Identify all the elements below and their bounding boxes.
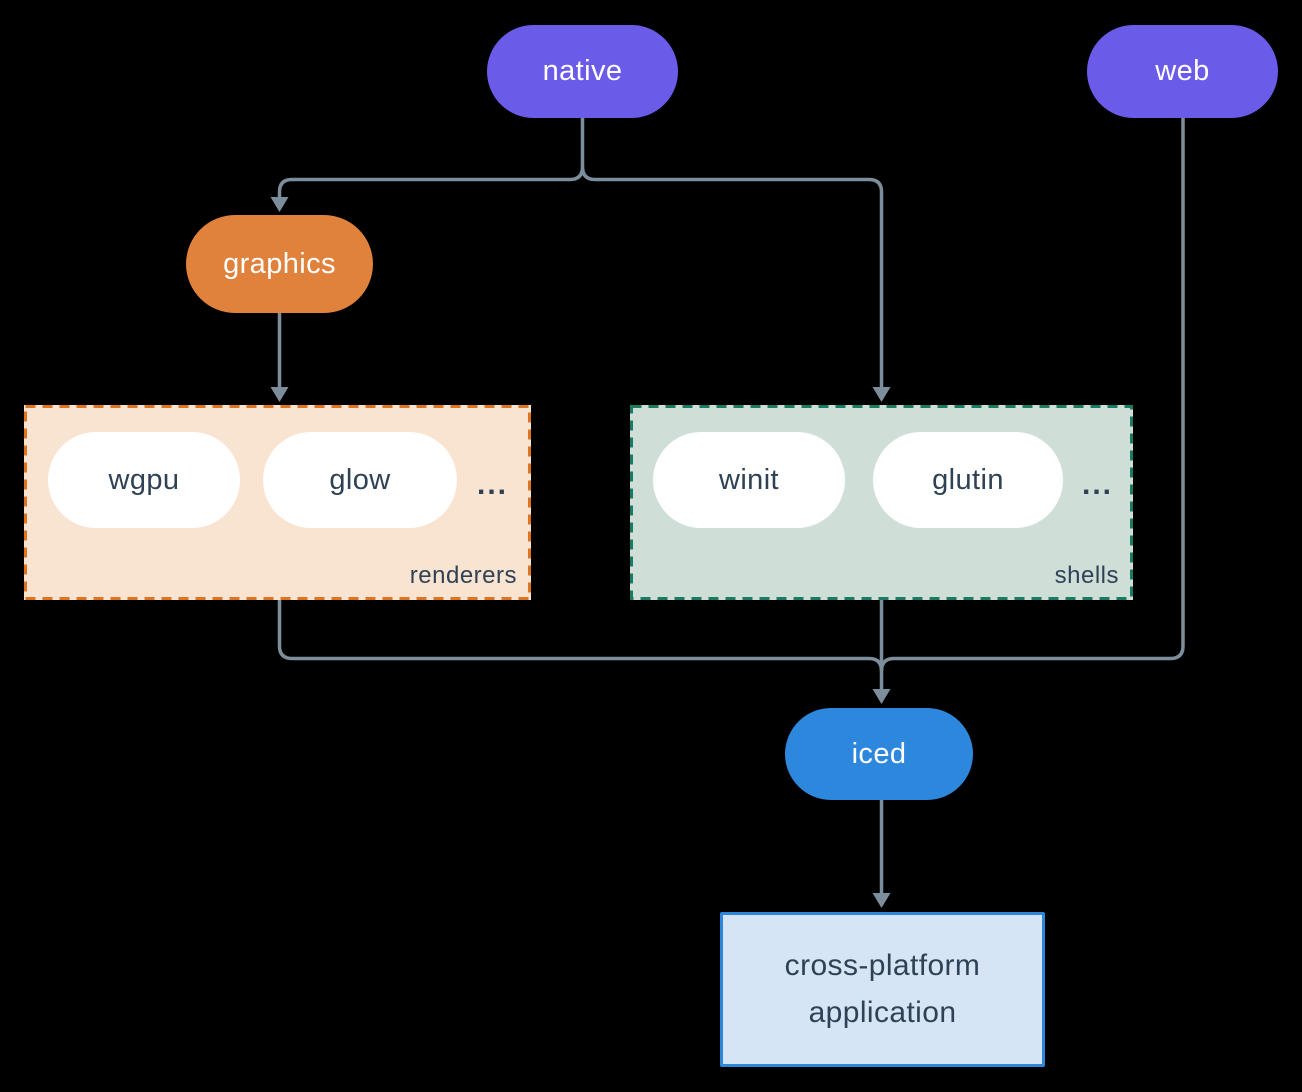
renderers-ellipsis: ...: [477, 468, 509, 501]
connector-native-to-shells: [580, 166, 884, 388]
arrowhead-graphics: [270, 197, 289, 212]
node-web: web: [1087, 25, 1278, 118]
connector-native-to-graphics: [277, 116, 585, 198]
group-renderers: wgpu glow ... renderers: [24, 405, 531, 600]
node-wgpu-label: wgpu: [108, 463, 180, 496]
arrowhead-shells: [872, 387, 891, 402]
arrowhead-iced: [872, 689, 891, 704]
node-glow: glow: [263, 432, 457, 528]
node-glutin: glutin: [873, 432, 1063, 528]
node-winit: winit: [653, 432, 845, 528]
node-winit-label: winit: [718, 463, 779, 496]
application-label-line1: cross-platform: [784, 949, 981, 982]
node-iced-label: iced: [851, 737, 907, 770]
node-cross-platform-application: cross-platform application: [720, 912, 1045, 1067]
shells-ellipsis: ...: [1082, 468, 1114, 501]
application-label-line2: application: [808, 995, 957, 1029]
node-graphics-label: graphics: [223, 247, 336, 280]
node-web-label: web: [1155, 55, 1210, 87]
arrowhead-application: [872, 893, 891, 908]
node-native: native: [487, 25, 678, 118]
node-glow-label: glow: [329, 463, 391, 496]
node-native-label: native: [542, 55, 623, 87]
node-wgpu: wgpu: [48, 432, 240, 528]
arrowhead-renderers: [270, 387, 289, 402]
node-glutin-label: glutin: [932, 463, 1004, 496]
group-shells: winit glutin ... shells: [630, 405, 1133, 600]
node-graphics: graphics: [186, 215, 373, 313]
connector-renderers-to-iced: [277, 600, 884, 672]
node-iced: iced: [785, 708, 973, 800]
group-renderers-label: renderers: [409, 562, 517, 589]
group-shells-label: shells: [1054, 562, 1119, 589]
